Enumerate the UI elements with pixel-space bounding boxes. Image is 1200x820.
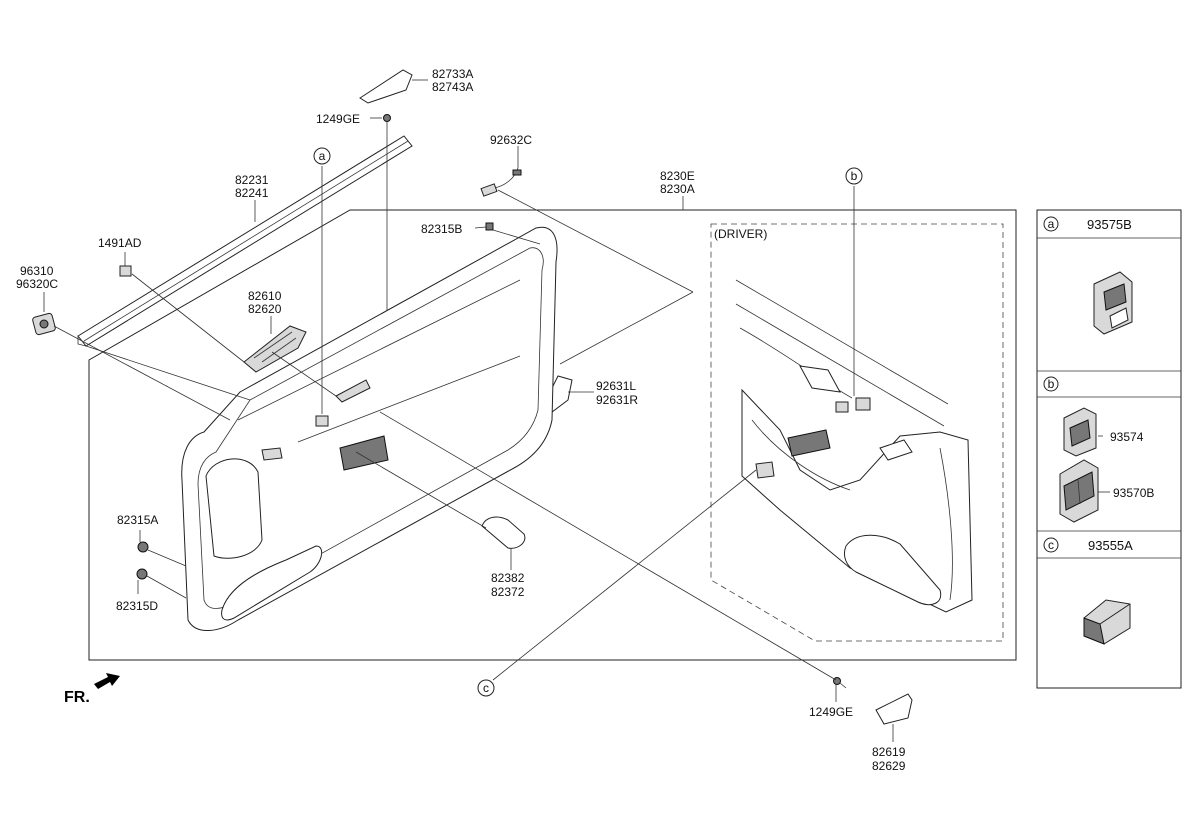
legend-c-part: 93555A — [1088, 538, 1133, 553]
clip-82315a — [137, 541, 149, 553]
inside-handle — [243, 325, 307, 373]
tweeter — [32, 312, 56, 336]
label-92631l: 92631L — [596, 379, 636, 393]
label-1491ad: 1491AD — [98, 236, 142, 250]
label-96310: 96310 — [20, 264, 54, 278]
label-1249ge-bottom: 1249GE — [809, 705, 853, 719]
label-82315a: 82315A — [117, 513, 158, 527]
legend-b-part-2: 93570B — [1113, 486, 1154, 500]
mirror-switch-icon — [1093, 271, 1133, 335]
svg-text:c: c — [1048, 538, 1054, 552]
leader-lines — [43, 79, 1110, 742]
clip-82315d — [136, 568, 148, 580]
legend-a: a 93575B — [1043, 216, 1133, 335]
label-82382: 82382 — [491, 571, 525, 585]
legend-a-part: 93575B — [1087, 217, 1132, 232]
label-82619: 82619 — [872, 745, 906, 759]
belt-weatherstrip — [77, 135, 413, 347]
label-92631r: 92631R — [596, 393, 638, 407]
window-switch-single-icon — [1063, 407, 1097, 457]
svg-text:a: a — [319, 149, 326, 163]
label-82231: 82231 — [235, 173, 269, 187]
clip-1491ad — [119, 265, 132, 277]
label-8230a: 8230A — [660, 182, 695, 196]
window-switch-master-icon — [1059, 459, 1099, 523]
legend-b: b 93574 93570B — [1043, 376, 1154, 523]
assembly-boundary — [88, 209, 1017, 661]
upper-trim-piece — [359, 69, 413, 104]
label-82620: 82620 — [248, 302, 282, 316]
legend-b-part-1: 93574 — [1110, 430, 1144, 444]
label-82241: 82241 — [235, 186, 269, 200]
callout-c: c — [477, 679, 495, 697]
svg-text:b: b — [851, 169, 858, 183]
label-82629: 82629 — [872, 759, 906, 773]
screw-bottom — [833, 677, 847, 689]
courtesy-lamp-wire — [480, 167, 522, 197]
door-trim-panel — [181, 226, 558, 631]
screw-top — [383, 114, 391, 130]
front-direction-indicator: FR. — [64, 673, 120, 706]
label-96320c: 96320C — [16, 277, 58, 291]
front-arrow-icon — [94, 673, 120, 689]
svg-text:b: b — [1048, 377, 1055, 391]
part-labels: 82733A 82743A 1249GE 92632C 8230E 8230A … — [16, 67, 906, 773]
label-driver: (DRIVER) — [714, 227, 767, 241]
label-82315d: 82315D — [116, 599, 158, 613]
label-82743a: 82743A — [432, 80, 473, 94]
driver-detail-box — [710, 223, 1004, 642]
lamp-switch-icon — [1083, 599, 1131, 645]
callout-a: a — [313, 147, 331, 165]
clip-82315b — [485, 222, 494, 231]
legend-c: c 93555A — [1043, 537, 1133, 645]
svg-text:c: c — [483, 681, 489, 695]
label-8230e: 8230E — [660, 169, 695, 183]
legend-panel: a 93575B b 93574 93570B — [1036, 209, 1182, 689]
label-82315b: 82315B — [421, 222, 462, 236]
label-fr: FR. — [64, 689, 90, 706]
svg-text:a: a — [1048, 217, 1055, 231]
callout-b: b — [845, 167, 863, 185]
label-1249ge-top: 1249GE — [316, 112, 360, 126]
armrest-pad — [481, 516, 526, 549]
label-92632c: 92632C — [490, 133, 532, 147]
label-82610: 82610 — [248, 289, 282, 303]
label-82733a: 82733A — [432, 67, 473, 81]
driver-trim-panel — [735, 279, 973, 613]
label-82372: 82372 — [491, 585, 525, 599]
corner-cover — [875, 693, 913, 725]
